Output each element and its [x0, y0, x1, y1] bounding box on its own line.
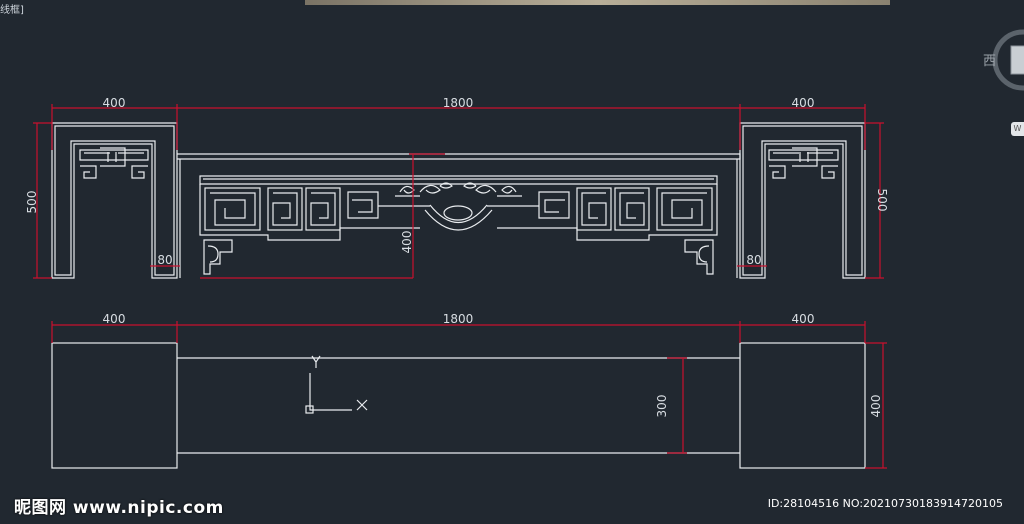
central-apron-elevation [177, 153, 741, 278]
beam-plan [177, 357, 740, 454]
dim-bottom-right: 400 [792, 312, 815, 326]
dim-beam-height: 300 [655, 395, 669, 418]
dim-top-left: 400 [103, 96, 126, 110]
dim-block-height: 400 [869, 395, 883, 418]
left-leg-elevation [51, 122, 178, 279]
thumbnail-strip [305, 0, 890, 5]
dim-bottom-middle: 1800 [443, 312, 474, 326]
right-block-plan [739, 342, 866, 469]
dimensions-layer [33, 104, 887, 469]
compass-west-label[interactable]: 西 [983, 54, 997, 69]
dim-inner-height: 400 [400, 231, 414, 254]
ucs-icon [305, 355, 368, 414]
watermark-id: ID:28104516 NO:20210730183914720105 [767, 497, 1003, 510]
right-leg-elevation [739, 122, 866, 279]
dim-left-height: 500 [25, 191, 39, 214]
dim-right-leg: 80 [746, 253, 761, 267]
dim-bottom-left: 400 [103, 312, 126, 326]
dim-right-height: 500 [875, 189, 889, 212]
dim-left-leg: 80 [157, 253, 172, 267]
left-block-plan [51, 342, 178, 469]
viewport-label[interactable]: 线框] [0, 5, 24, 16]
watermark-logo: 昵图网 www.nipic.com [14, 498, 224, 518]
dim-top-middle: 1800 [443, 96, 474, 110]
dim-top-right: 400 [792, 96, 815, 110]
wcs-menu-button[interactable]: W [1011, 122, 1024, 136]
